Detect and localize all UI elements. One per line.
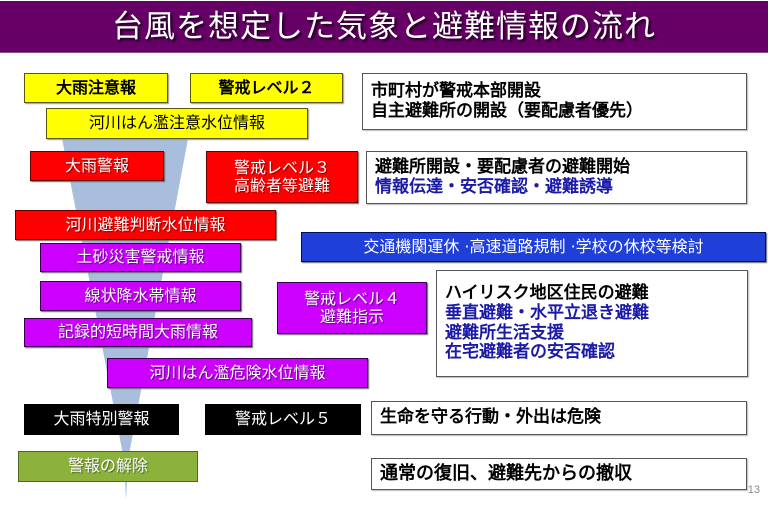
transport-suspension-notice: 交通機関運休 ·高速道路規制 ·学校の休校等検討 <box>301 232 766 262</box>
page-number: 13 <box>747 484 760 496</box>
action-line: 通常の復旧、避難先からの撤収 <box>380 462 632 484</box>
river-flood-danger-info: 河川はん濫危険水位情報 <box>107 358 368 388</box>
action-line: 自主避難所の開設（要配慮者優先） <box>371 100 643 121</box>
stage3-actions: ハイリスク地区住民の避難 垂直避難・水平立退き避難 避難所生活支援 在宅避難者の… <box>436 270 748 377</box>
alert-level-4: 警戒レベル４ 避難指示 <box>277 282 427 334</box>
action-line: 市町村が警戒本部開設 <box>371 80 541 101</box>
alert-level-3-label: 警戒レベル３ <box>233 157 330 177</box>
landslide-warning-info: 土砂災害警戒情報 <box>40 243 241 272</box>
alert-level-4-label: 警戒レベル４ <box>303 288 400 308</box>
alert-level-2: 警戒レベル２ <box>190 73 343 103</box>
alert-level-5: 警戒レベル５ <box>205 404 361 435</box>
action-line-blue: 情報伝達・安否確認・避難誘導 <box>375 176 613 197</box>
linear-rainband-info: 線状降水帯情報 <box>40 281 241 311</box>
action-line-blue: 垂直避難・水平立退き避難 <box>445 302 649 323</box>
stage2-actions: 避難所開設・要配慮者の避難開始 情報伝達・安否確認・避難誘導 <box>366 151 747 204</box>
elderly-evacuation-label: 高齢者等避難 <box>233 176 330 195</box>
title-bar: 台風を想定した気象と避難情報の流れ <box>0 1 768 53</box>
heavy-rain-advisory: 大雨注意報 <box>24 73 168 103</box>
stage1-actions: 市町村が警戒本部開設 自主避難所の開設（要配慮者優先） <box>362 73 747 130</box>
record-short-heavy-rain-info: 記録的短時間大雨情報 <box>24 318 252 347</box>
action-line-blue: 避難所生活支援 <box>445 322 564 343</box>
action-line-blue: 在宅避難者の安否確認 <box>445 342 615 363</box>
stage4-action: 生命を守る行動・外出は危険 <box>371 401 747 435</box>
heavy-rain-warning: 大雨警報 <box>30 151 164 181</box>
river-flood-caution-info: 河川はん濫注意水位情報 <box>46 108 308 139</box>
evacuation-order-label: 避難指示 <box>319 307 384 326</box>
action-line: ハイリスク地区住民の避難 <box>445 283 649 304</box>
action-line: 生命を守る行動・外出は危険 <box>380 407 601 428</box>
warning-release: 警報の解除 <box>18 451 198 482</box>
river-evacuation-judgement-info: 河川避難判断水位情報 <box>15 210 276 240</box>
action-line: 避難所開設・要配慮者の避難開始 <box>375 156 630 177</box>
page-title: 台風を想定した気象と避難情報の流れ <box>112 9 656 45</box>
stage5-action: 通常の復旧、避難先からの撤収 <box>371 458 747 490</box>
heavy-rain-special-warning: 大雨特別警報 <box>24 404 179 435</box>
alert-level-3: 警戒レベル３ 高齢者等避難 <box>206 151 358 203</box>
